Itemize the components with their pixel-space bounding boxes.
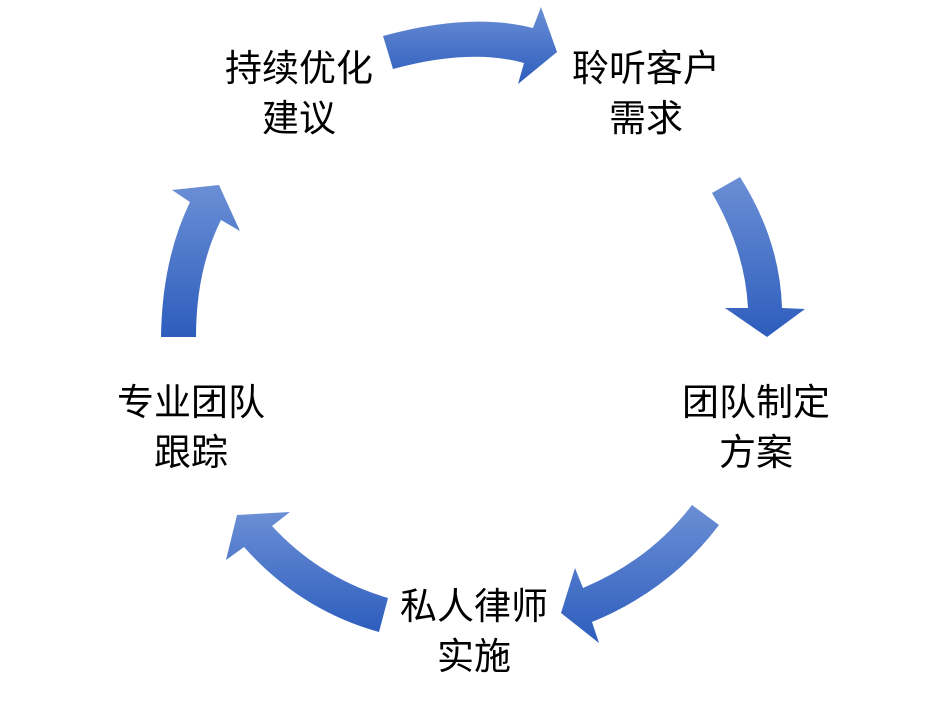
arrow-right xyxy=(712,177,805,337)
arrow-bottom-right xyxy=(561,505,719,643)
step-lawyer-implement: 私人律师 实施 xyxy=(364,582,584,682)
step-line1: 专业团队 xyxy=(117,381,265,424)
arrow-bottom-left xyxy=(226,512,388,632)
step-line2: 建议 xyxy=(262,97,336,140)
step-line2: 需求 xyxy=(609,97,683,140)
step-line2: 跟踪 xyxy=(154,431,228,474)
step-optimize-advice: 持续优化 建议 xyxy=(189,44,409,144)
step-line1: 聆听客户 xyxy=(572,47,720,90)
step-listen-needs: 聆听客户 需求 xyxy=(536,44,756,144)
step-line1: 持续优化 xyxy=(225,47,373,90)
step-line1: 私人律师 xyxy=(400,585,548,628)
step-line1: 团队制定 xyxy=(682,381,830,424)
step-line2: 实施 xyxy=(437,635,511,678)
arrow-left xyxy=(161,185,240,337)
arrow-top xyxy=(383,7,557,84)
step-line2: 方案 xyxy=(719,431,793,474)
step-team-plan: 团队制定 方案 xyxy=(646,378,866,478)
step-team-track: 专业团队 跟踪 xyxy=(81,378,301,478)
